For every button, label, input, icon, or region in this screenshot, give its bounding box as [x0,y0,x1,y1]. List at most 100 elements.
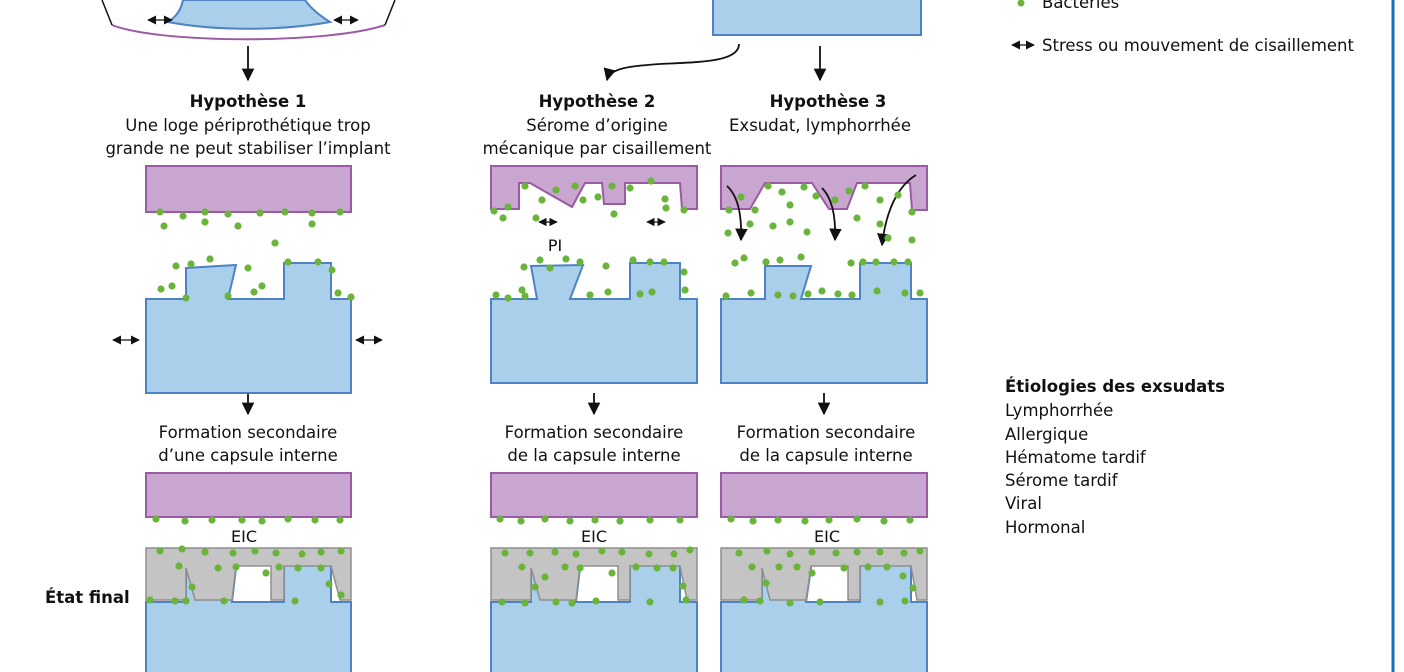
bacteria-dot [501,549,509,557]
bacteria-dot [816,598,824,606]
bacteria-dot [646,516,654,524]
bacteria-dot [552,598,560,606]
bacteria-dot [909,584,917,592]
bacteria-dot [906,516,914,524]
bacteria-dot [883,563,891,571]
bacteria-dot [294,564,302,572]
hypothesis-2-secondary: Formation secondaire [505,423,684,442]
bacteria-dot [224,292,232,300]
bacteria-dot [676,516,684,524]
bacteria-dot [156,547,164,555]
bacteria-dot [521,599,529,607]
internal-capsule [720,547,928,601]
bacteria-dot [532,214,540,222]
bacteria-dot [873,287,881,295]
exudate-arrow [726,185,748,242]
bacteria-dot [769,222,777,230]
etiology-item: Viral [1005,494,1042,513]
bacteria-group [146,177,924,607]
bacteria-dot [884,234,892,242]
bacteria-dot [908,236,916,244]
bacteria-dot [256,209,264,217]
bacteria-dot [776,256,784,264]
bacteria-dot [182,597,190,605]
bacteria-dot [314,258,322,266]
bacteria-dot [328,266,336,274]
bacteria-dot [201,218,209,226]
bacteria-dot [648,288,656,296]
etiology-item: Hématome tardif [1005,448,1147,467]
bacteria-dot [568,599,576,607]
bacteria-dot [604,288,612,296]
bacteria-dot [272,549,280,557]
bacteria-dot [916,289,924,297]
tissue-layer [720,472,928,518]
bacteria-dot [804,290,812,298]
bacteria-dot [680,206,688,214]
bacteria-dot [571,182,579,190]
bacteria-dot [546,264,554,272]
bacteria-dot [251,547,259,555]
bacteria-dot [520,263,528,271]
hypothesis-1-title: Hypothèse 1 [190,92,307,111]
hypothesis-3-secondary: de la capsule interne [739,446,912,465]
etiology-item: Lymphorrhée [1005,401,1113,420]
top-implant-block [712,0,922,36]
bacteria-dot [793,563,801,571]
bacteria-dot [591,516,599,524]
bacteria-dot [880,517,888,525]
bacteria-dot [775,563,783,571]
bacteria-dot [629,256,637,264]
bacteria-dot [562,255,570,263]
bacteria-dot [206,255,214,263]
bacteria-dot [786,201,794,209]
bacteria-dot [178,545,186,553]
bacteria-dot [834,290,842,298]
bacteria-dot [224,210,232,218]
bacteria-dot [262,569,270,577]
bacteria-dot [538,196,546,204]
bacteria-dot [899,572,907,580]
top-tissue-envelope [111,24,386,41]
bacteria-dot [586,291,594,299]
bacteria-dot [840,564,848,572]
tissue-layer-irregular [490,165,698,210]
top-left-curve-l [101,0,113,26]
bacteria-dot [187,260,195,268]
bacteria-dot [653,564,661,572]
bacteria-dot [504,294,512,302]
bacteria-dot [146,596,154,604]
bacteria-dot [825,516,833,524]
bacteria-dot [832,549,840,557]
bacteria-dot [786,599,794,607]
bacteria-dot [610,210,618,218]
bacteria-dot [808,569,816,577]
bacteria-dot [647,177,655,185]
bacteria-dot [727,515,735,523]
bacteria-dot [724,229,732,237]
bacteria-dot [778,188,786,196]
bacteria-dot [669,564,677,572]
bacteria-dot [904,258,912,266]
bacteria-dot [152,515,160,523]
bacteria-dot [541,573,549,581]
bacteria-dot [517,517,525,525]
bacteria-dot [521,182,529,190]
bacteria-dot [660,258,668,266]
bacteria-dot [498,598,506,606]
top-left-curve-r [384,0,396,26]
bacteria-dot [608,569,616,577]
bacteria-dot [646,258,654,266]
bacteria-dot [764,182,772,190]
bacteria-dot [220,597,228,605]
implant-surface [720,262,928,384]
bacteria-dot [763,547,771,555]
bacteria-dot [737,193,745,201]
bacteria-dot [847,259,855,267]
bacteria-dot [626,184,634,192]
bacteria-dot [762,258,770,266]
bacteria-dot [492,291,500,299]
bacteria-dot [552,186,560,194]
bacteria-dot [336,516,344,524]
bacteria-dot [735,549,743,557]
